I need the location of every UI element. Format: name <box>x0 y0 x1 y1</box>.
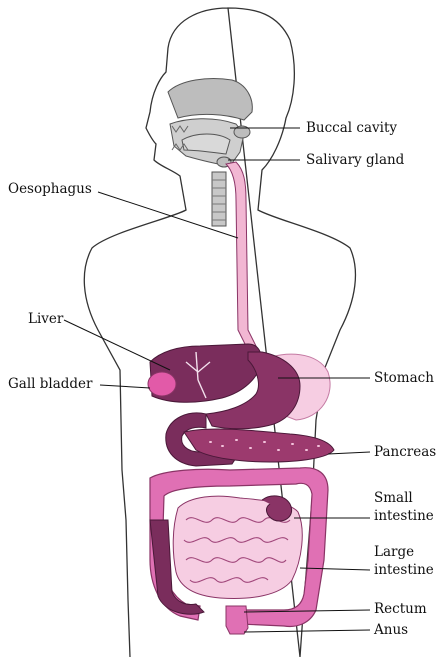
label-buccal-cavity: Buccal cavity <box>306 120 397 136</box>
nasal-cavity <box>167 78 253 121</box>
oesophagus-tube <box>224 161 259 351</box>
label-stomach: Stomach <box>374 370 434 386</box>
label-liver: Liver <box>28 311 64 327</box>
pancreas-dots <box>209 439 320 451</box>
stomach-shape <box>205 351 301 430</box>
salivary-gland-shape <box>233 125 251 139</box>
label-pancreas: Pancreas <box>374 444 437 460</box>
body-outline <box>83 7 357 657</box>
label-small-intestine-line1: Small <box>374 490 413 506</box>
gall-bladder-shape <box>147 371 177 397</box>
label-oesophagus: Oesophagus <box>8 181 92 197</box>
label-rectum: Rectum <box>374 601 427 617</box>
small-intestine-coils <box>183 517 291 583</box>
tongue <box>181 133 231 155</box>
label-gall-bladder: Gall bladder <box>8 376 93 392</box>
teeth <box>171 125 189 151</box>
trachea-rings <box>212 179 226 221</box>
caecum-appendix <box>149 519 205 615</box>
label-small-intestine-line2: intestine <box>374 508 434 524</box>
label-anus: Anus <box>374 622 409 638</box>
pancreas-shape <box>183 428 335 463</box>
leader-lines <box>63 127 371 633</box>
label-large-intestine-line2: intestine <box>374 562 434 578</box>
label-salivary-gland: Salivary gland <box>306 152 405 168</box>
bile-ducts <box>185 351 211 399</box>
label-large-intestine-line1: Large <box>374 544 415 560</box>
rectum-shape <box>225 605 249 635</box>
jejunum-knot <box>261 495 292 522</box>
